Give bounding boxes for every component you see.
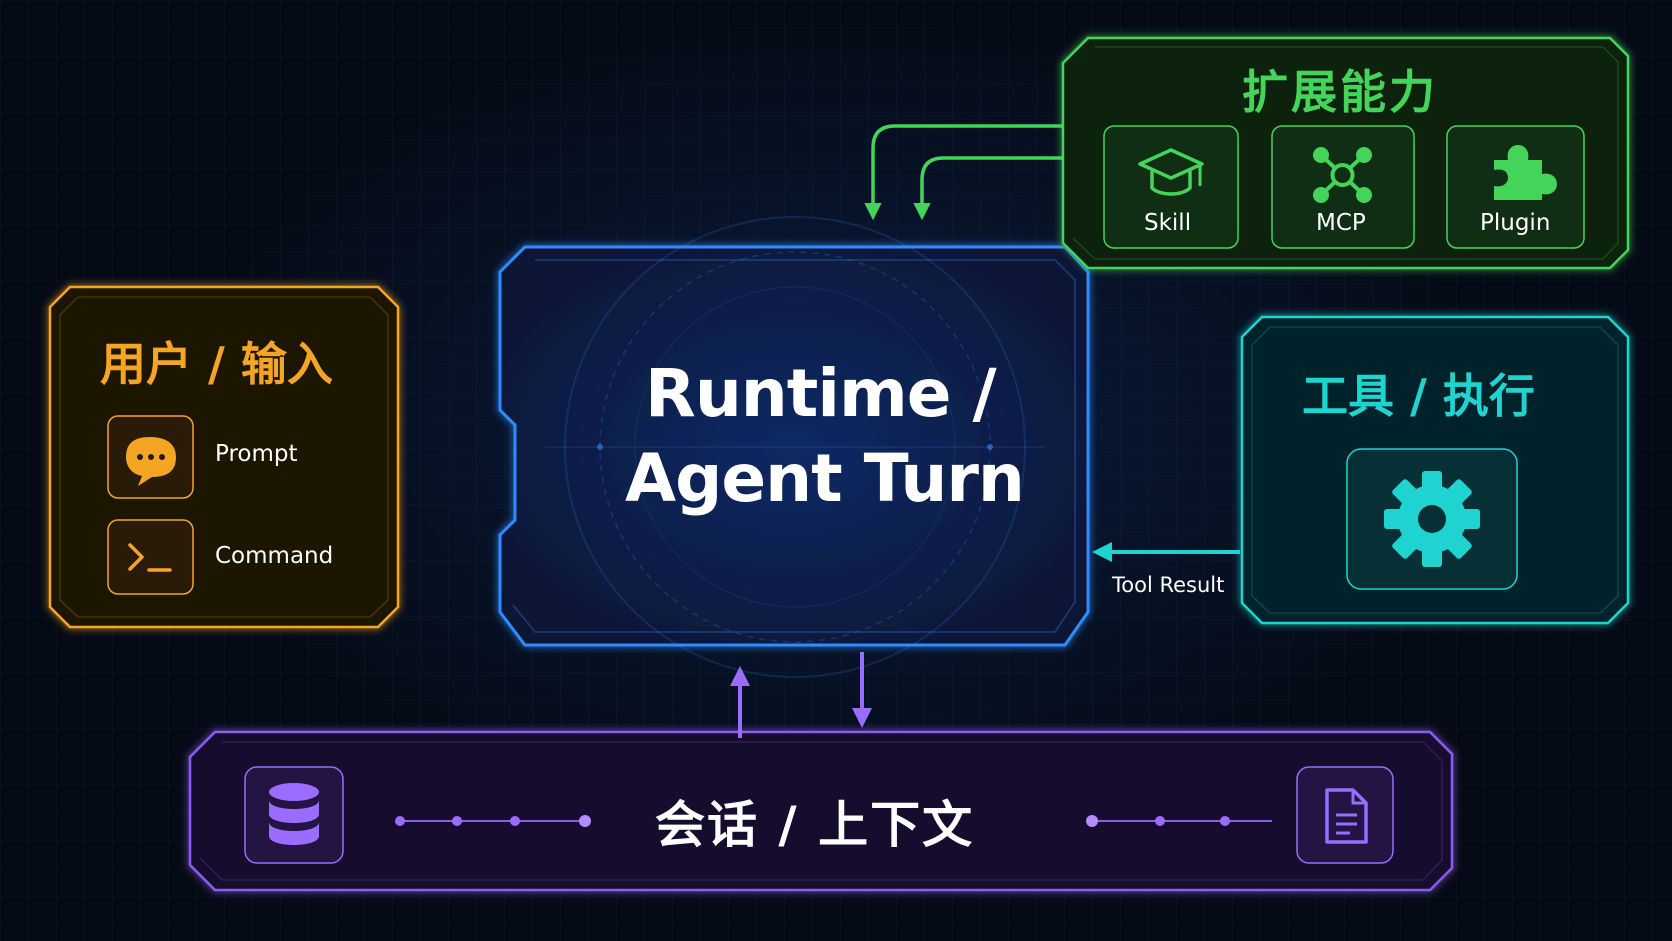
command-label: Command	[215, 543, 334, 569]
extend-panel	[1061, 36, 1630, 270]
plugin-label: Plugin	[1480, 210, 1551, 236]
database-icon	[269, 783, 319, 845]
network-icon	[1313, 147, 1372, 203]
runtime-panel	[498, 216, 1090, 678]
puzzle-icon	[1494, 145, 1557, 200]
terminal-icon	[128, 543, 172, 572]
runtime-title-line1: Runtime /	[645, 355, 997, 432]
prompt-label: Prompt	[215, 441, 298, 467]
tool-panel-title: 工具 / 执行	[1302, 369, 1535, 423]
runtime-title-line2: Agent Turn	[625, 440, 1025, 517]
extend-to-runtime-arrow-2	[913, 156, 1063, 221]
extend-panel-title: 扩展能力	[1242, 65, 1438, 119]
speech-bubble-icon	[126, 437, 176, 486]
document-icon	[1325, 788, 1368, 844]
graduation-cap-icon	[1138, 148, 1204, 196]
skill-label: Skill	[1144, 210, 1192, 236]
gear-icon	[1384, 471, 1480, 567]
extend-to-runtime-arrow-1	[864, 124, 1063, 221]
tool-result-label: Tool Result	[1112, 573, 1225, 597]
input-panel-title: 用户 / 输入	[100, 337, 333, 391]
mcp-label: MCP	[1316, 210, 1366, 236]
context-panel-title: 会话 / 上下文	[655, 796, 975, 854]
